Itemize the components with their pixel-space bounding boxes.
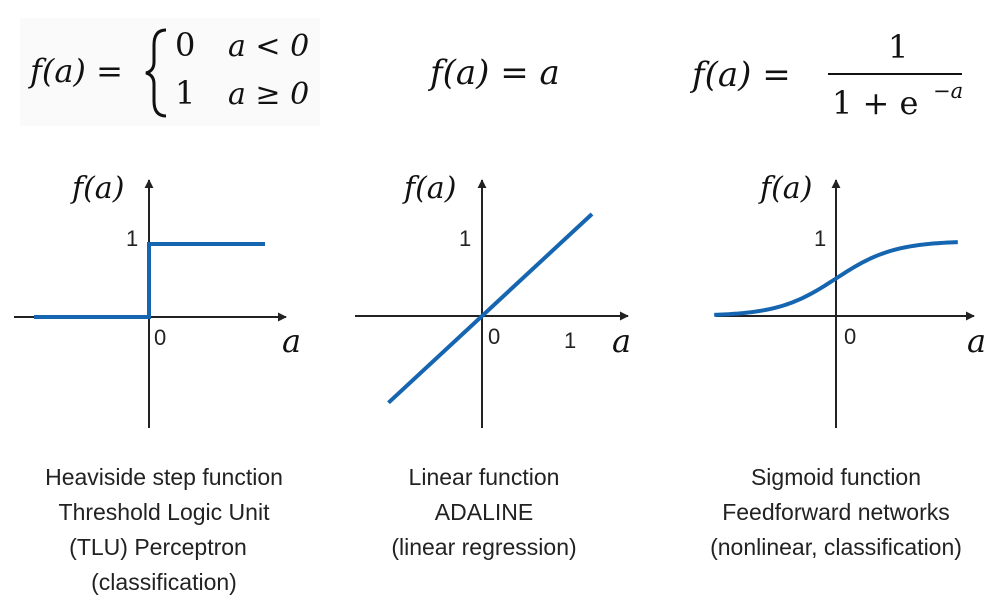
step-formula-lhs: f(a) = [28,52,123,90]
step-caption-line-1: Heaviside step function [45,464,283,490]
step-case-1-value: 0 [175,26,195,64]
step-curve [34,242,265,319]
linear-x-axis-label: a [612,322,631,360]
sigmoid-numerator: 1 [888,28,908,66]
step-caption-line-4: (classification) [91,569,237,595]
linear-caption-line-1: Linear function [408,464,560,490]
sigmoid-x-axis-label: a [967,322,986,360]
sigmoid-caption-line-3: (nonlinear, classification) [710,534,962,560]
linear-caption: Linear function ADALINE (linear regressi… [334,460,634,565]
linear-x-tick-1: 1 [564,328,576,353]
sigmoid-plot: f(a) a 0 1 [714,171,986,428]
linear-y-axis-label: f(a) [402,171,456,206]
linear-caption-line-2: ADALINE [434,499,534,525]
step-y-tick-1: 1 [126,226,138,251]
sigmoid-denominator: 1 + e [832,84,918,122]
step-origin-label: 0 [154,325,166,350]
sigmoid-formula: f(a) = 1 1 + e −a [689,28,963,122]
sigmoid-caption-line-1: Sigmoid function [750,464,922,490]
step-x-axis-label: a [282,322,301,360]
linear-y-tick-1: 1 [459,226,471,251]
sigmoid-y-tick-1: 1 [814,226,826,251]
step-caption-line-3: (TLU) Perceptron [69,534,247,560]
sigmoid-origin-label: 0 [844,324,856,349]
linear-formula: f(a) = a [427,53,560,93]
step-case-2-value: 1 [175,74,195,112]
step-case-1-condition: a < 0 [228,29,309,64]
sigmoid-y-axis-label: f(a) [758,171,812,206]
sigmoid-formula-lhs: f(a) = [689,55,791,95]
sigmoid-caption: Sigmoid function Feedforward networks (n… [676,460,996,565]
linear-plot: f(a) a 0 1 1 [355,171,631,428]
step-plot: f(a) a 0 1 [14,171,301,428]
sigmoid-curve [714,240,958,317]
sigmoid-exponent: −a [933,79,963,103]
cases-brace [145,28,167,118]
step-case-2-condition: a ≥ 0 [228,77,309,112]
step-caption-line-2: Threshold Logic Unit [58,499,270,525]
step-formula-background [20,18,320,126]
linear-origin-label: 0 [488,324,500,349]
linear-curve [387,212,594,405]
sigmoid-caption-line-2: Feedforward networks [722,499,950,525]
linear-caption-line-3: (linear regression) [391,534,577,560]
step-formula: f(a) = 0 a < 0 1 a ≥ 0 [28,26,309,118]
step-y-axis-label: f(a) [70,171,124,206]
step-caption: Heaviside step function Threshold Logic … [14,460,314,600]
